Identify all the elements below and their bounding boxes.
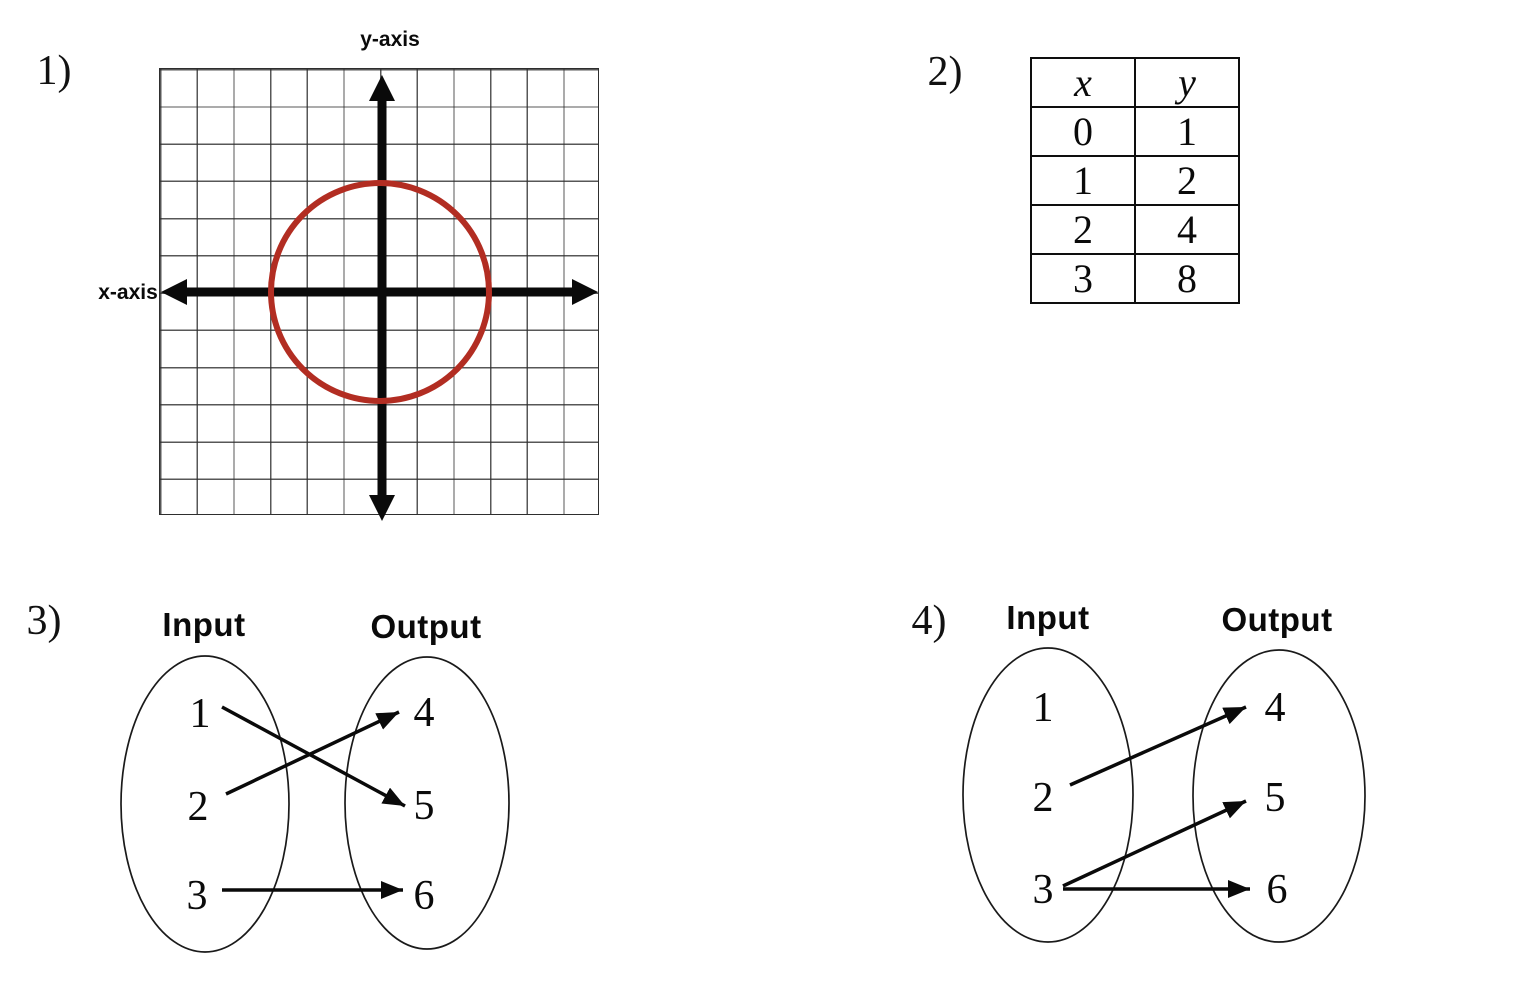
table-cell: 1 <box>1134 106 1240 157</box>
q4-arrow-3-to-5 <box>1062 799 1247 888</box>
q4-input-3: 3 <box>1032 867 1054 913</box>
q3-output-4: 4 <box>413 690 435 736</box>
q4-mapping-graphic <box>962 647 1366 943</box>
table-header-x: x <box>1030 57 1136 108</box>
q3-input-ellipse <box>120 655 290 953</box>
q3-input-label: Input <box>162 606 246 643</box>
table-cell: 3 <box>1030 253 1136 304</box>
x-axis-left-arrowhead-icon <box>161 279 187 305</box>
q3-input-1: 1 <box>189 691 211 737</box>
q4-output-5: 5 <box>1264 775 1286 821</box>
table-row: 2 4 <box>1030 204 1240 255</box>
table-cell: 8 <box>1134 253 1240 304</box>
q3-arrow-2-to-4 <box>225 710 400 796</box>
y-axis-up-arrowhead-icon <box>369 75 395 101</box>
q4-input-1: 1 <box>1032 685 1054 731</box>
q1-number: 1) <box>36 48 72 94</box>
q3-output-5: 5 <box>413 783 435 829</box>
table-cell: 2 <box>1030 204 1136 255</box>
table-row: 1 2 <box>1030 155 1240 206</box>
q4-arrow-2-to-4 <box>1069 705 1247 787</box>
q3-input-2: 2 <box>187 784 209 830</box>
q3-output-6: 6 <box>413 873 435 919</box>
q4-output-4: 4 <box>1264 685 1286 731</box>
q1-graph-graphic <box>161 75 598 521</box>
q4-input-ellipse <box>962 647 1134 943</box>
table-cell: 0 <box>1030 106 1136 157</box>
q4-output-ellipse <box>1192 649 1366 943</box>
q3-output-ellipse <box>344 656 510 950</box>
x-axis-label: x-axis <box>98 281 158 304</box>
table-cell: 1 <box>1030 155 1136 206</box>
table-cell: 2 <box>1134 155 1240 206</box>
q3-output-label: Output <box>370 608 482 645</box>
y-axis-down-arrowhead-icon <box>369 495 395 521</box>
table-row: 0 1 <box>1030 106 1240 157</box>
q3-input-3: 3 <box>186 873 208 919</box>
q4-input-2: 2 <box>1032 775 1054 821</box>
q3-mapping-graphic <box>120 655 510 953</box>
xy-table: x y 0 1 1 2 2 4 3 8 <box>1030 57 1240 304</box>
q4-output-6: 6 <box>1266 867 1288 913</box>
table-cell: 4 <box>1134 204 1240 255</box>
q4-output-label: Output <box>1221 601 1333 638</box>
circle-shape <box>268 180 492 404</box>
y-axis-label: y-axis <box>360 28 420 51</box>
q4-number: 4) <box>911 598 947 644</box>
table-header-row: x y <box>1030 57 1240 108</box>
q2-number: 2) <box>927 49 963 95</box>
table-header-y: y <box>1134 57 1240 108</box>
x-axis-right-arrowhead-icon <box>572 279 598 305</box>
q4-input-label: Input <box>1006 599 1090 636</box>
table-row: 3 8 <box>1030 253 1240 304</box>
q3-number: 3) <box>26 598 62 644</box>
q3-arrow-1-to-5 <box>221 705 406 808</box>
